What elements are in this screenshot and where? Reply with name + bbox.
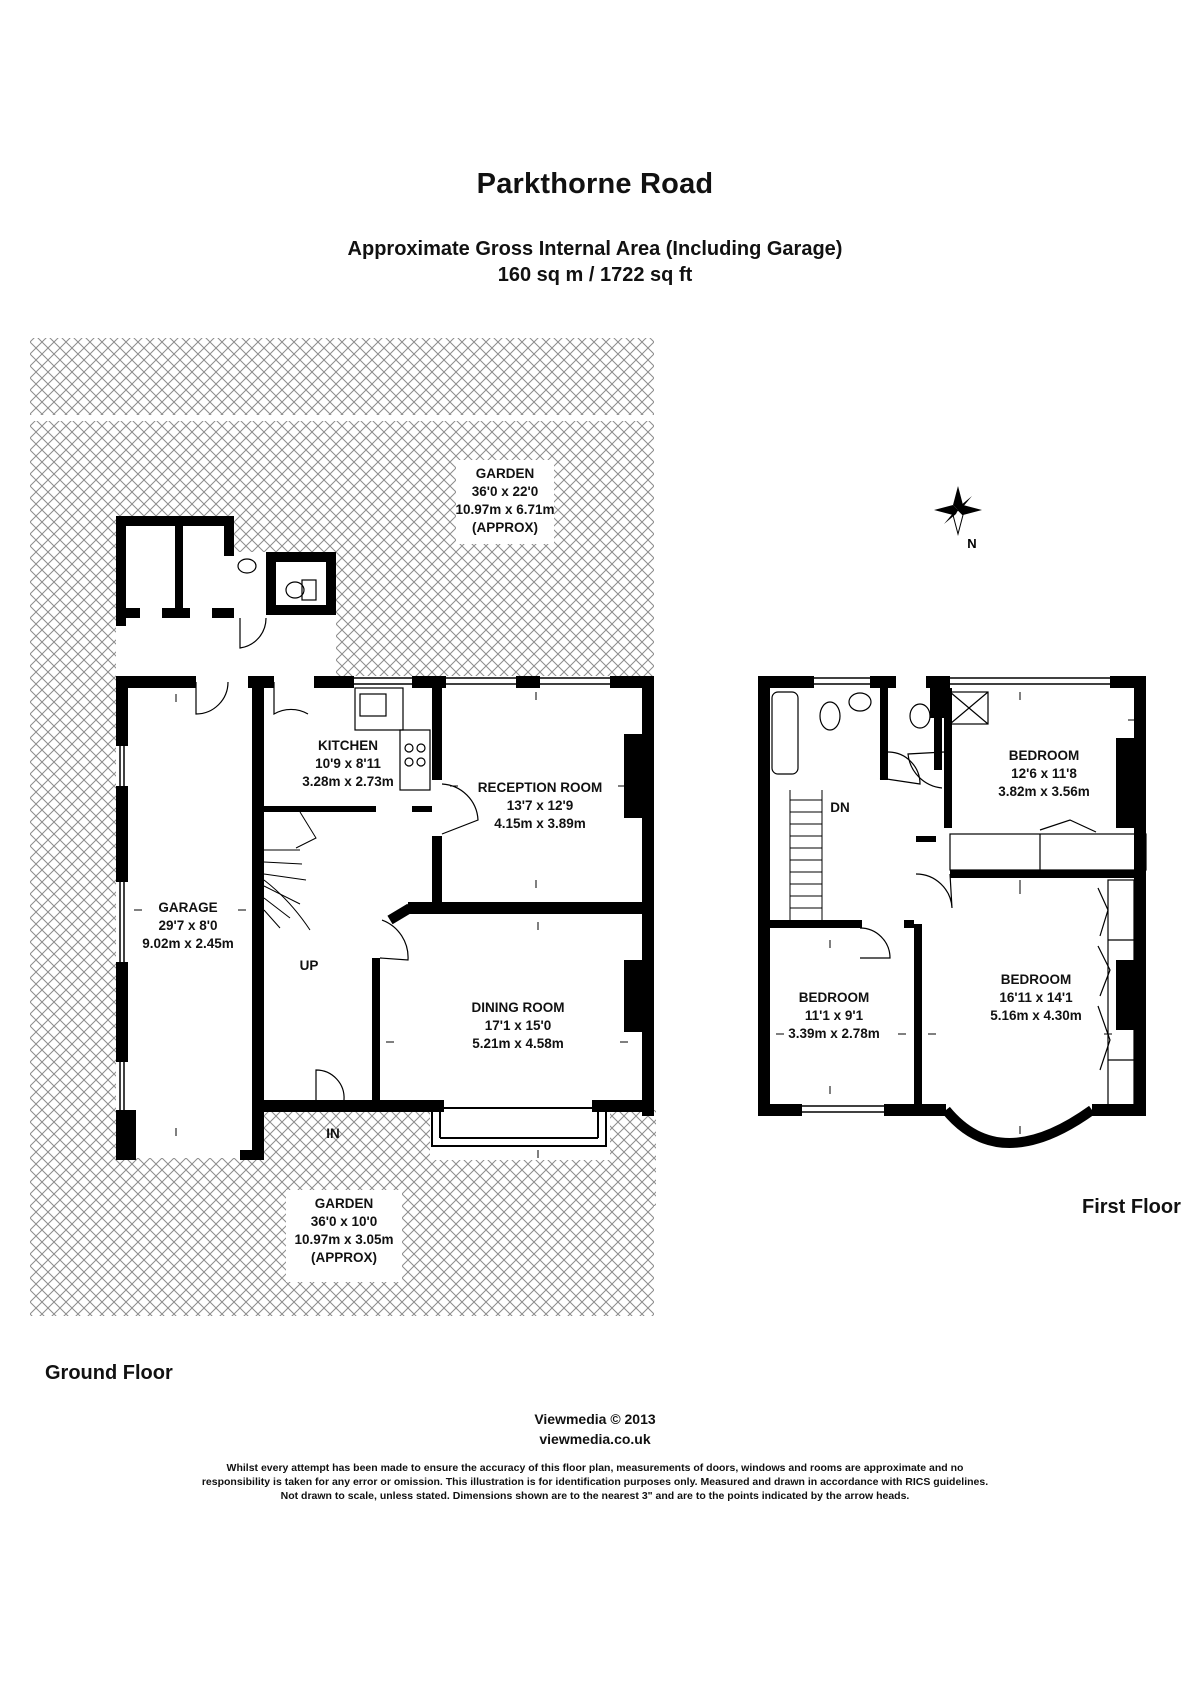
ground-floor-label: Ground Floor <box>45 1362 173 1384</box>
reception-room-metric: 4.15m x 3.89m <box>494 816 586 831</box>
first-stair-label: DN <box>830 800 850 815</box>
kitchen-name: KITCHEN <box>318 738 378 753</box>
dining-room-metric: 5.21m x 4.58m <box>472 1036 564 1051</box>
rear-garden-name: GARDEN <box>476 466 535 481</box>
dining-room-name: DINING ROOM <box>472 1000 565 1015</box>
reception-room-imperial: 13'7 x 12'9 <box>507 798 573 813</box>
dining-room-imperial: 17'1 x 15'0 <box>485 1018 551 1033</box>
bedroom-1-name: BEDROOM <box>1009 748 1080 763</box>
bedroom-3-name: BEDROOM <box>1001 972 1072 987</box>
credit-url: viewmedia.co.uk <box>539 1431 651 1447</box>
garage-imperial: 29'7 x 8'0 <box>159 918 218 933</box>
rear-garden-imperial: 36'0 x 22'0 <box>472 484 538 499</box>
disclaimer-line-1: Whilst every attempt has been made to en… <box>226 1462 964 1474</box>
bedroom-3-imperial: 16'11 x 14'1 <box>999 990 1073 1005</box>
compass-icon: N <box>934 486 982 551</box>
front-garden-metric: 10.97m x 3.05m <box>294 1232 393 1247</box>
first-floor-label: First Floor <box>1082 1196 1181 1218</box>
bedroom-1-metric: 3.82m x 3.56m <box>998 784 1090 799</box>
rear-garden-metric: 10.97m x 6.71m <box>455 502 554 517</box>
bedroom-3-metric: 5.16m x 4.30m <box>990 1008 1082 1023</box>
plan-title: Parkthorne Road <box>476 168 714 200</box>
ground-floor-plan: GARDEN 36'0 x 22'0 10.97m x 6.71m (APPRO… <box>30 338 656 1316</box>
reception-room-name: RECEPTION ROOM <box>478 780 603 795</box>
rear-garden-note: (APPROX) <box>472 520 538 535</box>
bedroom-1-imperial: 12'6 x 11'8 <box>1011 766 1077 781</box>
first-floor-plan: BEDROOM 12'6 x 11'8 3.82m x 3.56m BEDROO… <box>758 676 1147 1148</box>
front-garden-name: GARDEN <box>315 1196 374 1211</box>
garage-name: GARAGE <box>158 900 217 915</box>
area-value: 160 sq m / 1722 sq ft <box>497 264 693 286</box>
bedroom-2-name: BEDROOM <box>799 990 870 1005</box>
bedroom-2-metric: 3.39m x 2.78m <box>788 1026 880 1041</box>
ground-stair-label: UP <box>300 958 319 973</box>
kitchen-imperial: 10'9 x 8'11 <box>315 756 381 771</box>
garage-metric: 9.02m x 2.45m <box>142 936 234 951</box>
disclaimer-line-3: Not drawn to scale, unless stated. Dimen… <box>280 1490 910 1502</box>
bedroom-2-imperial: 11'1 x 9'1 <box>805 1008 864 1023</box>
disclaimer-line-2: responsibility is taken for any error or… <box>201 1476 989 1488</box>
entrance-label: IN <box>326 1126 340 1141</box>
front-garden-imperial: 36'0 x 10'0 <box>311 1214 377 1229</box>
area-caption: Approximate Gross Internal Area (Includi… <box>347 238 843 260</box>
disclaimer: Whilst every attempt has been made to en… <box>0 1461 1190 1503</box>
front-garden-note: (APPROX) <box>311 1250 377 1265</box>
credit-line: Viewmedia © 2013 <box>534 1411 656 1427</box>
compass-north-label: N <box>967 536 976 551</box>
kitchen-metric: 3.28m x 2.73m <box>302 774 394 789</box>
